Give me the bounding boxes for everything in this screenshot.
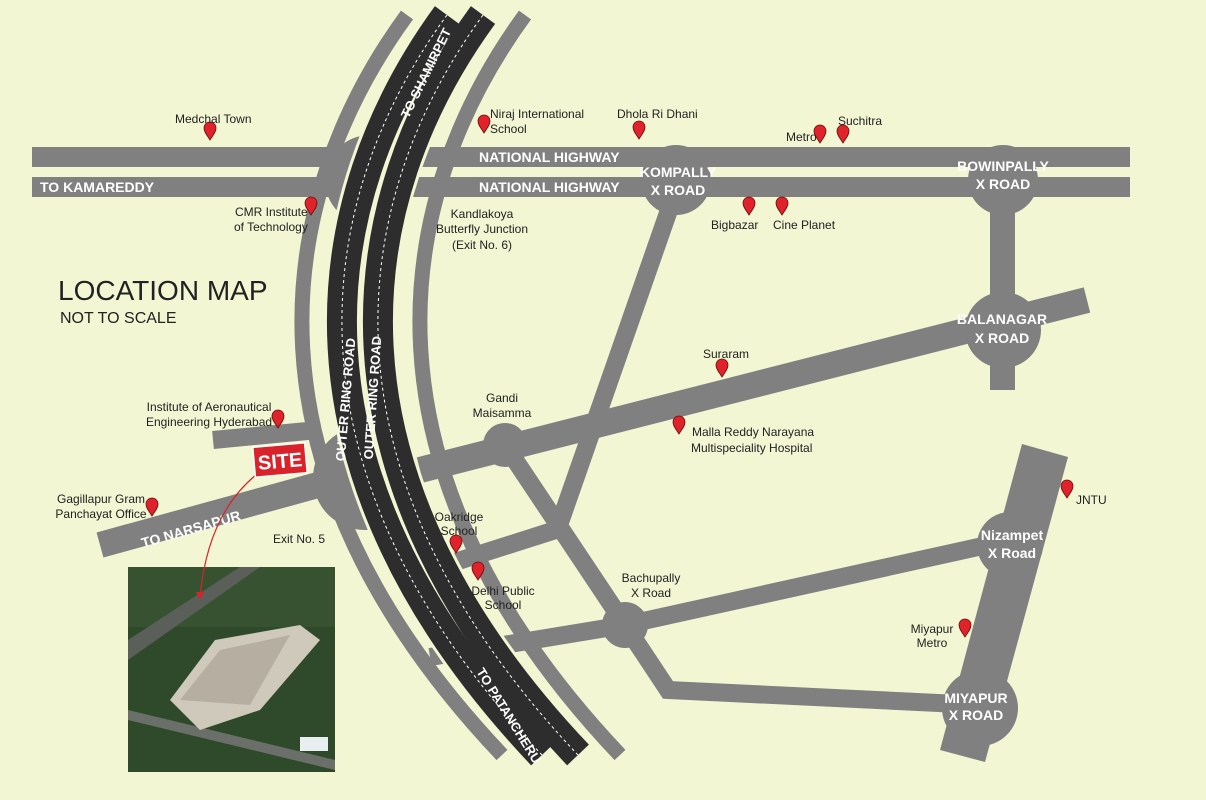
svg-text:Niraj International: Niraj International [490, 107, 584, 121]
site-marker: SITE [196, 441, 309, 600]
svg-text:Gagillapur Gram: Gagillapur Gram [57, 492, 145, 506]
site-label: SITE [257, 449, 303, 475]
kompally-diagonal-road [549, 187, 685, 531]
nizampet-label: Nizampet X Road [981, 527, 1044, 561]
svg-text:MIYAPUR: MIYAPUR [944, 690, 1007, 706]
kompally-label: KOMPALLY X ROAD [640, 164, 717, 198]
landmark-jntu: JNTU [1076, 493, 1107, 507]
svg-text:Metro: Metro [917, 636, 948, 650]
svg-text:CMR Institute: CMR Institute [235, 205, 308, 219]
national-highway-label: NATIONAL HIGHWAY [479, 149, 620, 165]
svg-text:BOWINPALLY: BOWINPALLY [957, 158, 1049, 174]
bachupally-nizampet-road [623, 531, 1012, 634]
svg-text:Oakridge: Oakridge [435, 510, 484, 524]
landmark-bigbazar: Bigbazar [711, 218, 758, 232]
svg-text:X Road: X Road [631, 586, 671, 600]
svg-text:Institute of Aeronautical: Institute of Aeronautical [147, 400, 272, 414]
landmark-cine-planet: Cine Planet [773, 218, 836, 232]
kompally-junction [641, 145, 711, 215]
landmark-suraram: Suraram [703, 347, 749, 361]
svg-text:Nizampet: Nizampet [981, 527, 1044, 543]
nizampet-junction [977, 512, 1043, 578]
bowinpally-label: BOWINPALLY X ROAD [957, 158, 1049, 192]
outer-ring-road [294, 4, 626, 768]
landmark-suchitra: Suchitra [838, 114, 882, 128]
balanagar-label: BALANAGAR X ROAD [957, 311, 1047, 346]
to-kamareddy-label: TO KAMAREDDY [40, 179, 155, 195]
miyapur-junction [942, 670, 1018, 746]
bowinpally-junction [968, 145, 1038, 215]
svg-text:Kandlakoya: Kandlakoya [451, 207, 514, 221]
landmark-dhola-ri-dhani: Dhola Ri Dhani [617, 107, 698, 121]
svg-text:X ROAD: X ROAD [651, 182, 705, 198]
svg-text:Miyapur: Miyapur [911, 622, 954, 636]
landmark-exit-5: Exit No. 5 [273, 532, 325, 546]
scale-note: NOT TO SCALE [60, 310, 176, 327]
svg-text:Delhi Public: Delhi Public [471, 584, 534, 598]
svg-text:Panchayat Office: Panchayat Office [55, 507, 146, 521]
page-title: LOCATION MAP [58, 275, 268, 306]
svg-text:KOMPALLY: KOMPALLY [640, 164, 717, 180]
bachupally-junction [602, 602, 648, 648]
svg-text:X ROAD: X ROAD [976, 176, 1030, 192]
svg-text:School: School [441, 524, 478, 538]
landmark-medchal: Medchal Town [175, 112, 252, 126]
site-aerial-photo [128, 567, 335, 772]
svg-text:School: School [485, 598, 522, 612]
svg-text:Maisamma: Maisamma [473, 406, 532, 420]
svg-text:School: School [490, 122, 527, 136]
svg-text:Gandi: Gandi [486, 391, 518, 405]
gandi-maisamma-junction [483, 423, 527, 467]
site-access-road [212, 421, 319, 449]
svg-text:Multispeciality Hospital: Multispeciality Hospital [691, 441, 812, 455]
svg-text:X ROAD: X ROAD [975, 330, 1029, 346]
balanagar-junction [965, 292, 1041, 368]
svg-text:BALANAGAR: BALANAGAR [957, 311, 1047, 327]
svg-text:Bachupally: Bachupally [622, 571, 681, 585]
svg-text:of Technology: of Technology [234, 220, 308, 234]
national-highway-north [32, 147, 1130, 167]
svg-text:(Exit No. 6): (Exit No. 6) [452, 238, 512, 252]
svg-text:Butterfly Junction: Butterfly Junction [436, 222, 528, 236]
landmark-metro: Metro [786, 130, 817, 144]
svg-text:Engineering Hyderabad: Engineering Hyderabad [146, 415, 272, 429]
national-highway-south [32, 177, 1130, 197]
svg-text:X Road: X Road [988, 545, 1036, 561]
svg-text:Malla Reddy Narayana: Malla Reddy Narayana [692, 425, 814, 439]
svg-text:X ROAD: X ROAD [949, 707, 1003, 723]
national-highway-label: NATIONAL HIGHWAY [479, 179, 620, 195]
